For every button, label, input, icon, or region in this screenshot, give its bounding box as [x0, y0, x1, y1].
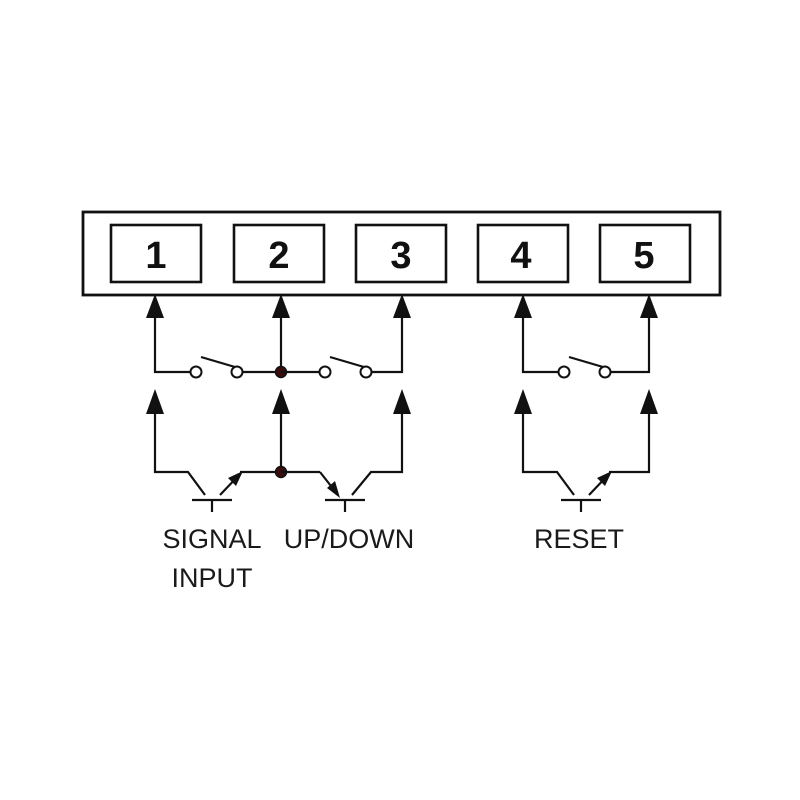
wire-switch2-t3 [371, 312, 404, 374]
transistor-1-emitter-arrow [228, 471, 243, 486]
wire-transistor2-t3 [351, 412, 404, 496]
updown-label: UP/DOWN [284, 524, 415, 554]
switch-1-blade [200, 355, 236, 369]
switch-1-contact-b [230, 365, 244, 379]
switch-1-contact-a [189, 365, 203, 379]
terminal-3-label: 3 [390, 235, 411, 277]
switch-3-blade [568, 355, 604, 369]
switch-wiring [153, 312, 651, 379]
switch-3-contact-a [557, 365, 571, 379]
terminal-4-label: 4 [510, 235, 531, 277]
terminal-2-box [232, 223, 326, 284]
switch-2-contact-b [359, 365, 373, 379]
arrow-t3-upper [393, 294, 411, 318]
lower-arrows [146, 389, 658, 414]
arrow-t5-lower [640, 389, 658, 414]
signal-input-label-line1: SIGNAL [162, 524, 261, 554]
arrow-t3-lower [393, 389, 411, 414]
terminal-3-box [354, 223, 448, 284]
wire-t4-switch3 [521, 312, 560, 374]
terminal-1: 1 [109, 223, 203, 284]
terminal-3: 3 [354, 223, 448, 284]
wire-t4-transistor3 [521, 412, 575, 496]
wire-transistor3-t5 [609, 412, 651, 474]
arrow-t2-upper [272, 294, 290, 318]
terminal-5-box [598, 223, 692, 284]
arrow-t2-lower [272, 389, 290, 414]
wire-t1-switch [153, 312, 192, 374]
switch-3-contact-b [598, 365, 612, 379]
terminal-4-box [476, 223, 570, 284]
terminal-1-label: 1 [145, 235, 166, 277]
terminal-4: 4 [476, 223, 570, 284]
transistor-2-emitter-arrow [327, 481, 340, 498]
terminal-5-label: 5 [633, 235, 654, 277]
terminal-5: 5 [598, 223, 692, 284]
arrow-t4-upper [514, 294, 532, 318]
switch-2-blade [329, 355, 365, 369]
arrow-t5-upper [640, 294, 658, 318]
wire-t1-transistor1 [153, 412, 206, 496]
reset-label: RESET [534, 524, 624, 554]
signal-input-label-line2: INPUT [172, 563, 253, 593]
upper-arrows [146, 294, 658, 318]
arrow-t1-lower [146, 389, 164, 414]
arrow-t4-lower [514, 389, 532, 414]
wire-switch3-t5 [610, 312, 651, 374]
switch-2-contact-a [318, 365, 332, 379]
terminal-1-box [109, 223, 203, 284]
transistor-wiring [153, 412, 651, 512]
terminal-2-label: 2 [268, 235, 289, 277]
transistor-3-emitter-arrow [597, 471, 612, 486]
arrow-t1-upper [146, 294, 164, 318]
terminal-2: 2 [232, 223, 326, 284]
